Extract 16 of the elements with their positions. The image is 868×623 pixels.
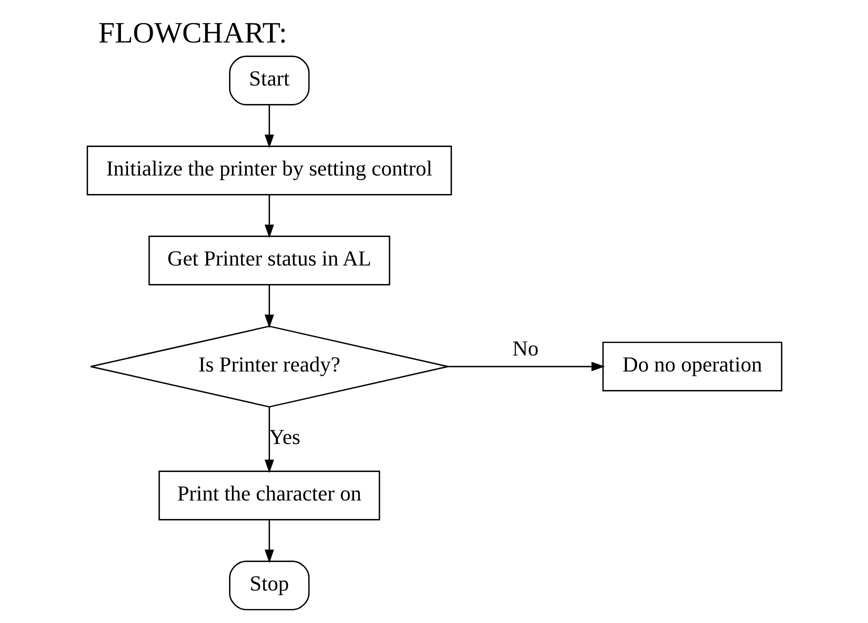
node-box: Start — [228, 56, 310, 106]
node-box: Print the character on — [158, 470, 380, 520]
arrow — [264, 520, 274, 564]
edge-label: No — [512, 336, 538, 361]
node-box: Get Printer status in AL — [148, 236, 390, 286]
arrow — [448, 362, 604, 372]
arrow — [264, 104, 274, 148]
arrow — [264, 407, 274, 474]
arrow — [264, 194, 274, 238]
diagram-title: FLOWCHART: — [98, 17, 287, 50]
node-box: Do no operation — [602, 342, 782, 392]
arrow — [264, 284, 274, 328]
node-box: Initialize the printer by setting control — [86, 146, 452, 196]
edge-label: Yes — [268, 425, 300, 450]
node-box: Stop — [228, 560, 310, 610]
node-diamond: Is Printer ready? — [90, 326, 448, 408]
